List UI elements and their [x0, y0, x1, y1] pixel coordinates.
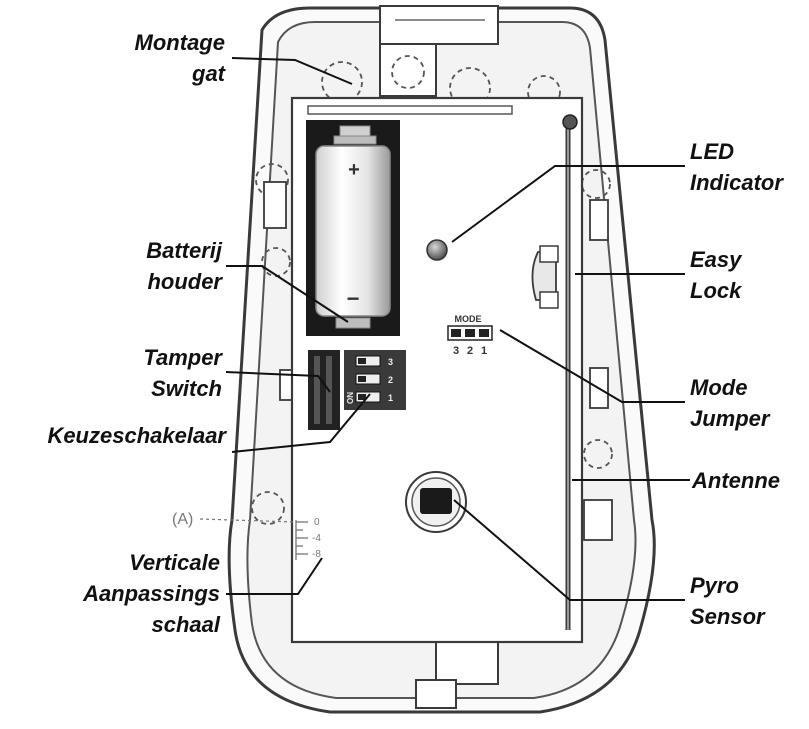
mode-jumper: [447, 325, 493, 341]
battery-holder: [306, 120, 400, 336]
scale-value-0: 0: [314, 517, 320, 528]
mode-text: MODE: [455, 314, 482, 324]
label-easy-lock: Easy Lock: [690, 247, 742, 303]
dip-number-3: 3: [388, 357, 393, 367]
scale-marker-a: (A): [172, 511, 193, 528]
dip-number-1: 1: [388, 393, 393, 403]
side-clips: [263, 181, 613, 541]
label-antenne: Antenne: [692, 468, 780, 493]
mode-number-1: 1: [481, 345, 487, 357]
vertical-scale: [295, 520, 308, 560]
label-montage-gat: Montage gat: [134, 30, 225, 86]
label-batterij-houder: Batterij houder: [146, 238, 222, 294]
mode-number-2: 2: [467, 345, 473, 357]
battery-minus: −: [347, 286, 360, 311]
scale-value-minus-8: -8: [312, 549, 321, 560]
label-mode-jumper: Mode Jumper: [690, 375, 770, 431]
easy-lock: [531, 245, 559, 309]
tamper-switch: [308, 350, 340, 430]
mode-number-3: 3: [453, 345, 459, 357]
pyro-sensor: [405, 471, 467, 533]
dip-on-label: ON: [346, 392, 355, 404]
battery-plus: +: [348, 159, 360, 181]
dip-switch: [344, 350, 406, 410]
scale-value-minus-4: -4: [312, 533, 321, 544]
leader-lines: [225, 57, 690, 601]
label-verticale-aanpassings-schaal: Verticale Aanpassings schaal: [83, 550, 220, 637]
led-indicator: [426, 239, 448, 261]
label-keuzeschakelaar: Keuzeschakelaar: [47, 423, 226, 448]
antenna: [562, 114, 578, 630]
label-pyro-sensor: Pyro Sensor: [690, 573, 765, 629]
top-tab: [379, 5, 499, 45]
dip-number-2: 2: [388, 375, 393, 385]
label-led-indicator: LED Indicator: [690, 139, 783, 195]
label-tamper-switch: Tamper Switch: [143, 345, 222, 401]
bottom-tab: [435, 639, 499, 685]
